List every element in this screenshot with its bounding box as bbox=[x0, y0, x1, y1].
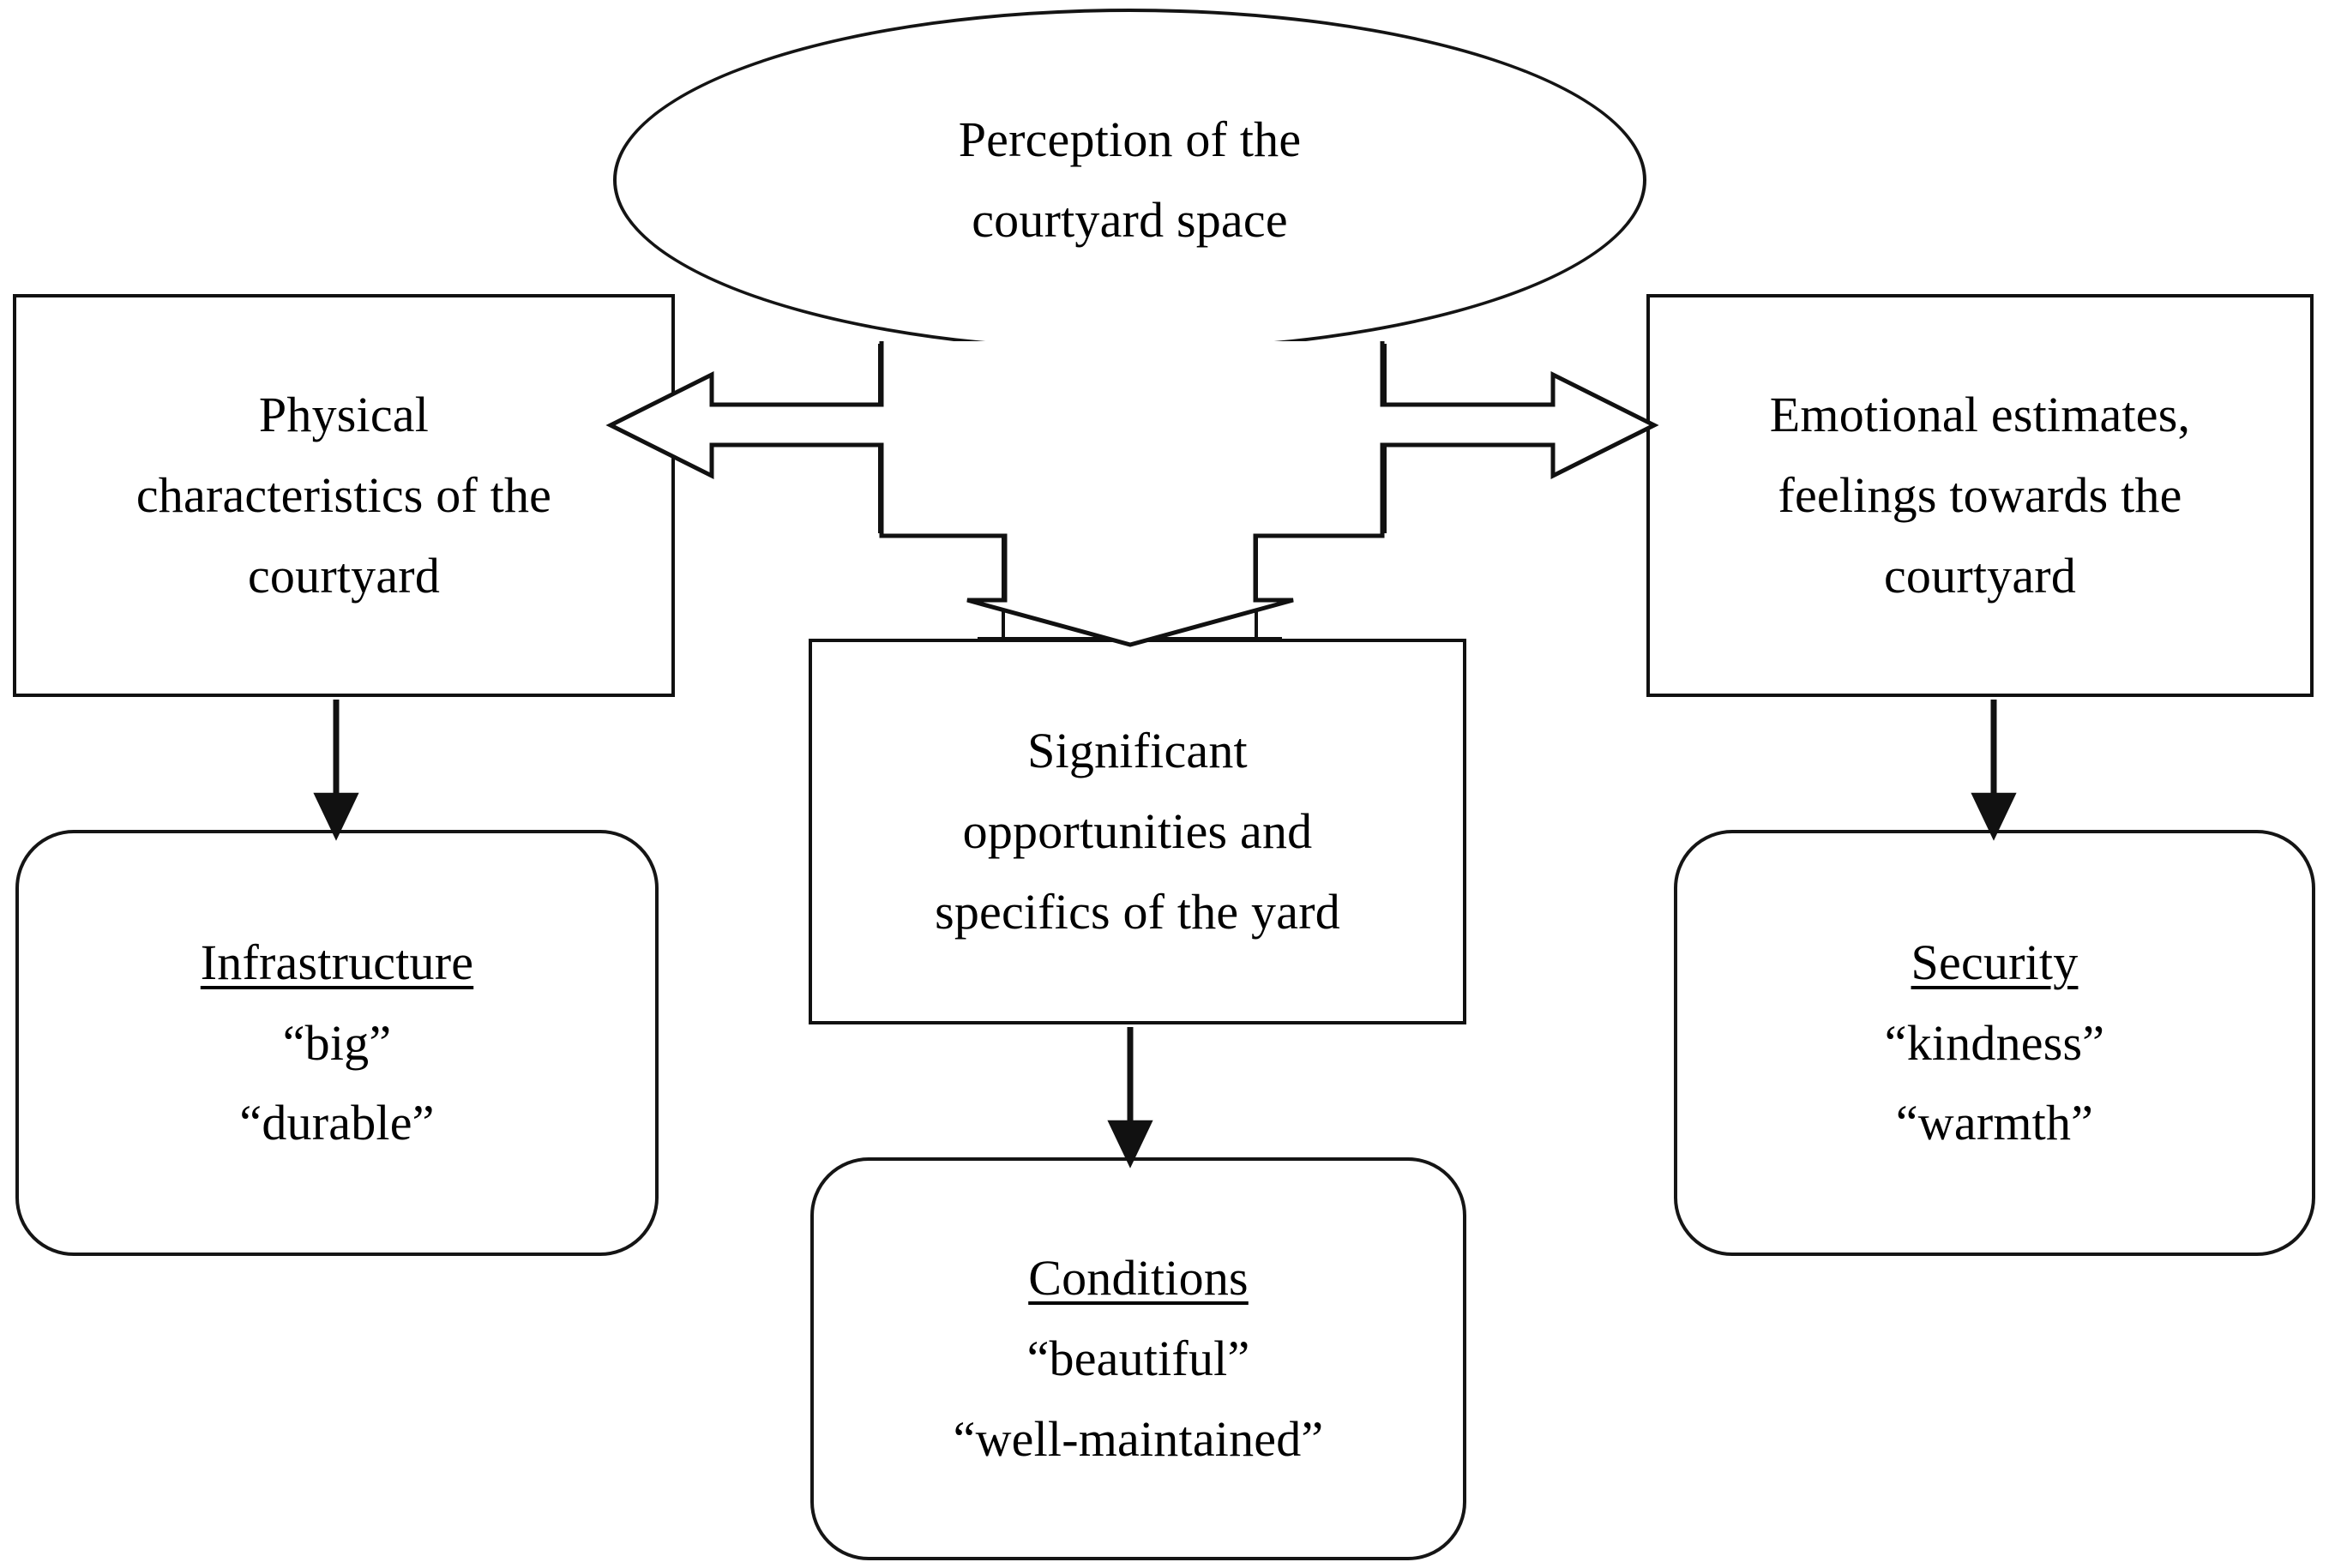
conditions-heading: Conditions bbox=[1028, 1250, 1249, 1307]
conditions-line-2: “well-maintained” bbox=[953, 1410, 1324, 1467]
node-significant-opportunities: Significant opportunities and specifics … bbox=[809, 639, 1466, 1024]
infrastructure-line-1: “big” bbox=[282, 1014, 392, 1071]
tri-directional-arrow-fill bbox=[710, 345, 1556, 639]
perception-line-2: courtyard space bbox=[972, 192, 1288, 248]
three-way-hollow-arrow bbox=[605, 341, 1659, 647]
node-perception-of-courtyard-space: Perception of the courtyard space bbox=[613, 9, 1646, 351]
perception-line-1: Perception of the bbox=[958, 111, 1302, 168]
emotional-line-1: Emotional estimates, bbox=[1769, 387, 2191, 443]
tri-directional-arrow bbox=[708, 344, 1558, 640]
physical-line-3: courtyard bbox=[247, 547, 441, 604]
node-emotional-estimates: Emotional estimates, feelings towards th… bbox=[1646, 294, 2314, 697]
security-line-2: “warmth” bbox=[1895, 1095, 2094, 1151]
conditions-line-1: “beautiful” bbox=[1026, 1331, 1250, 1387]
node-infrastructure: Infrastructure “big” “durable” bbox=[15, 830, 659, 1256]
infrastructure-heading: Infrastructure bbox=[200, 934, 474, 990]
emotional-line-3: courtyard bbox=[1883, 547, 2077, 604]
node-physical-characteristics: Physical characteristics of the courtyar… bbox=[13, 294, 675, 697]
node-security: Security “kindness” “warmth” bbox=[1674, 830, 2315, 1256]
security-heading: Security bbox=[1911, 934, 2079, 990]
security-line-1: “kindness” bbox=[1884, 1014, 2105, 1071]
node-conditions: Conditions “beautiful” “well-maintained” bbox=[810, 1157, 1466, 1560]
significant-line-3: specifics of the yard bbox=[935, 883, 1340, 940]
significant-line-2: opportunities and bbox=[962, 803, 1313, 860]
significant-line-1: Significant bbox=[1027, 723, 1248, 779]
physical-line-1: Physical bbox=[258, 387, 430, 443]
emotional-line-2: feelings towards the bbox=[1778, 467, 2182, 524]
infrastructure-line-2: “durable” bbox=[239, 1095, 435, 1151]
physical-line-2: characteristics of the bbox=[135, 467, 552, 524]
